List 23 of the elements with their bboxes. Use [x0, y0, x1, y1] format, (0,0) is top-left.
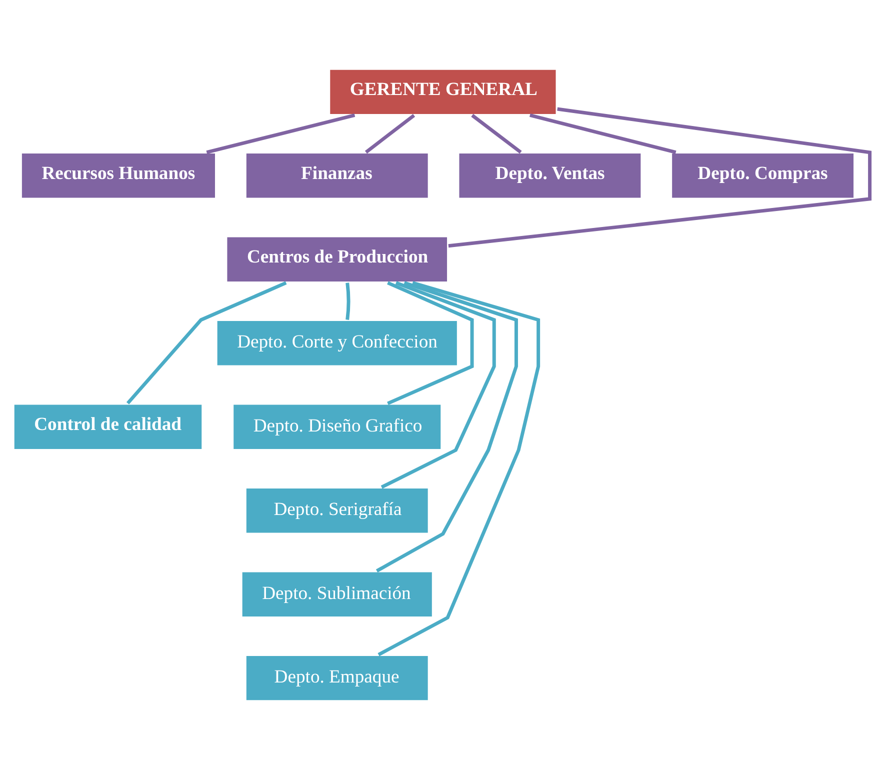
node-box: Depto. Serigrafía	[244, 486, 430, 536]
node-box: Finanzas	[244, 151, 430, 200]
node-box: Centros de Produccion	[224, 234, 450, 284]
connector	[530, 114, 676, 154]
connector	[346, 282, 350, 320]
node-box: Depto. Sublimación	[240, 570, 434, 619]
connector	[364, 114, 416, 154]
node-box: Control de calidad	[12, 402, 204, 452]
connector	[376, 281, 518, 572]
connector	[378, 281, 540, 656]
node-box: Depto. Empaque	[244, 654, 430, 703]
node-box: Recursos Humanos	[20, 151, 218, 200]
node-box: GERENTE GENERAL	[328, 67, 558, 116]
connector	[126, 281, 287, 404]
node-box: Depto. Compras	[670, 151, 856, 200]
node-box: Depto. Corte y Confeccion	[215, 318, 460, 368]
connector	[448, 107, 872, 248]
connector	[206, 114, 356, 154]
connector	[387, 281, 474, 406]
connector	[380, 281, 496, 489]
node-box: Depto. Diseño Grafico	[231, 402, 443, 452]
connector	[471, 114, 522, 154]
node-box: Depto. Ventas	[456, 151, 643, 200]
